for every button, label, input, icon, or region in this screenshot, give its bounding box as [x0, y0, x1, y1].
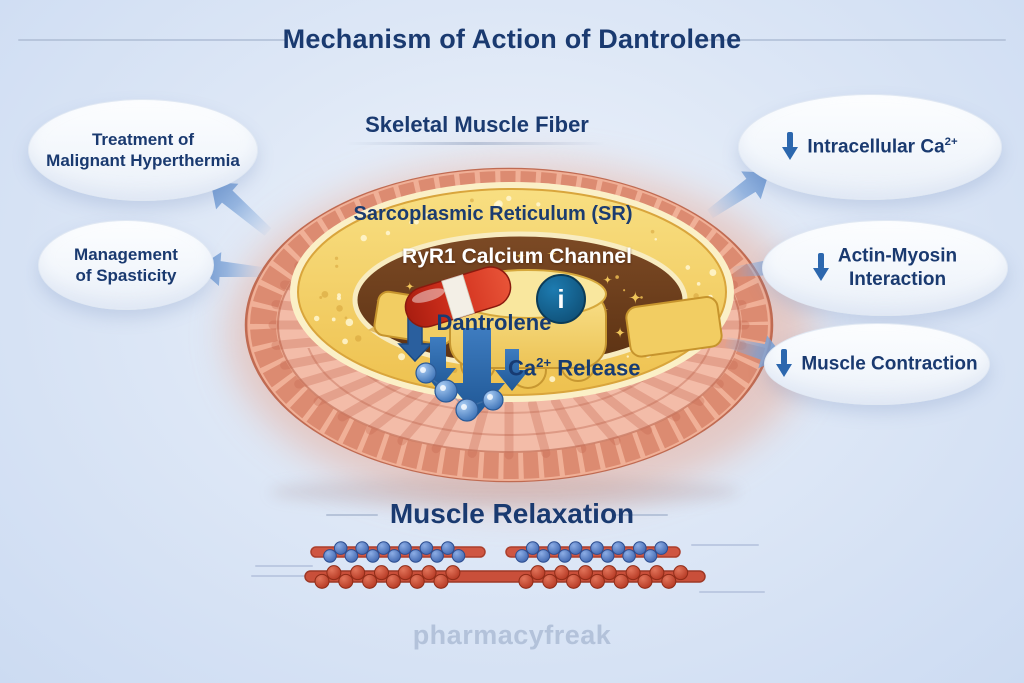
decrease-arrow-icon — [812, 252, 829, 283]
ca-release-word: Release — [551, 355, 641, 381]
skeletal-muscle-fiber-label: Skeletal Muscle Fiber — [365, 112, 589, 137]
calcium-ions — [415, 362, 504, 422]
ryr1-label: RyR1 Calcium Channel — [402, 245, 632, 268]
indication-line: of Spasticity — [75, 266, 177, 285]
effect-bubble-intracellular-ca: Intracellular Ca2+ — [738, 94, 1002, 200]
effect-line2: Interaction — [848, 269, 947, 291]
arrow-to-intracellular-ca — [707, 171, 769, 219]
dantrolene-capsule-icon — [404, 266, 512, 328]
page-title: Mechanism of Action of Dantrolene — [282, 24, 742, 54]
ca-charge: 2+ — [536, 355, 552, 370]
effect-text: Muscle Contraction — [801, 353, 978, 375]
muscle-shadow — [270, 476, 740, 508]
effect-text: Intracellular Ca — [807, 136, 945, 158]
dantrolene-label: Dantrolene — [436, 310, 552, 335]
info-icon-badge — [536, 274, 586, 324]
effect-bubble-actin-myosin: Actin-Myosin Interaction — [762, 220, 1008, 316]
muscle-relaxation-title: Muscle Relaxation — [389, 498, 635, 529]
indication-bubble-malignant-hyperthermia: Treatment of Malignant Hyperthermia — [28, 99, 258, 201]
decrease-arrow-icon — [776, 349, 793, 379]
relax-rule-left — [326, 514, 378, 516]
effect-bubble-muscle-contraction: Muscle Contraction — [764, 323, 990, 405]
effect-sup: 2+ — [944, 135, 958, 148]
watermark: pharmacyfreak — [412, 620, 612, 650]
relax-rule-right — [612, 514, 668, 516]
effect-text: Actin-Myosin — [837, 245, 958, 267]
arrow-to-spasticity — [198, 252, 263, 287]
indication-line: Treatment of — [91, 129, 195, 149]
ca-release-label: Ca2+ Release — [508, 355, 688, 381]
motion-lines — [251, 544, 765, 593]
title-rule-right — [700, 39, 1006, 41]
decrease-arrow-icon — [782, 132, 799, 162]
myosin-filament — [304, 565, 706, 589]
indication-line: Management — [74, 244, 178, 264]
ca-symbol: Ca — [508, 355, 537, 381]
title-rule-left — [18, 39, 286, 41]
actin-filament — [310, 541, 681, 563]
arrow-to-malignant-hyperthermia — [210, 182, 272, 236]
indication-bubble-spasticity: Management of Spasticity — [38, 220, 214, 310]
indication-line: Malignant Hyperthermia — [46, 151, 240, 170]
info-icon: i — [557, 284, 565, 314]
skeletal-label-underline — [345, 142, 605, 145]
sr-label: Sarcoplasmic Reticulum (SR) — [353, 203, 633, 225]
